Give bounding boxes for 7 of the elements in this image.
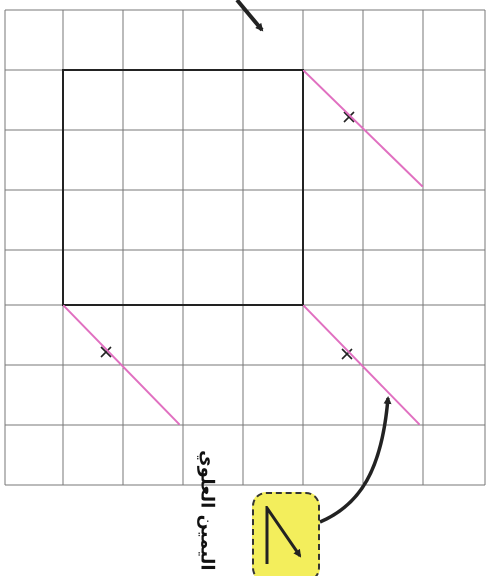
square-outline <box>62 69 304 306</box>
curved-arrow <box>319 396 392 524</box>
diagonal-segment <box>63 305 180 425</box>
diagonal-segment <box>303 70 423 187</box>
rotated-label: اليمين العلوي <box>196 450 218 570</box>
diagonal-segment <box>303 305 420 425</box>
hint-box <box>252 492 320 576</box>
